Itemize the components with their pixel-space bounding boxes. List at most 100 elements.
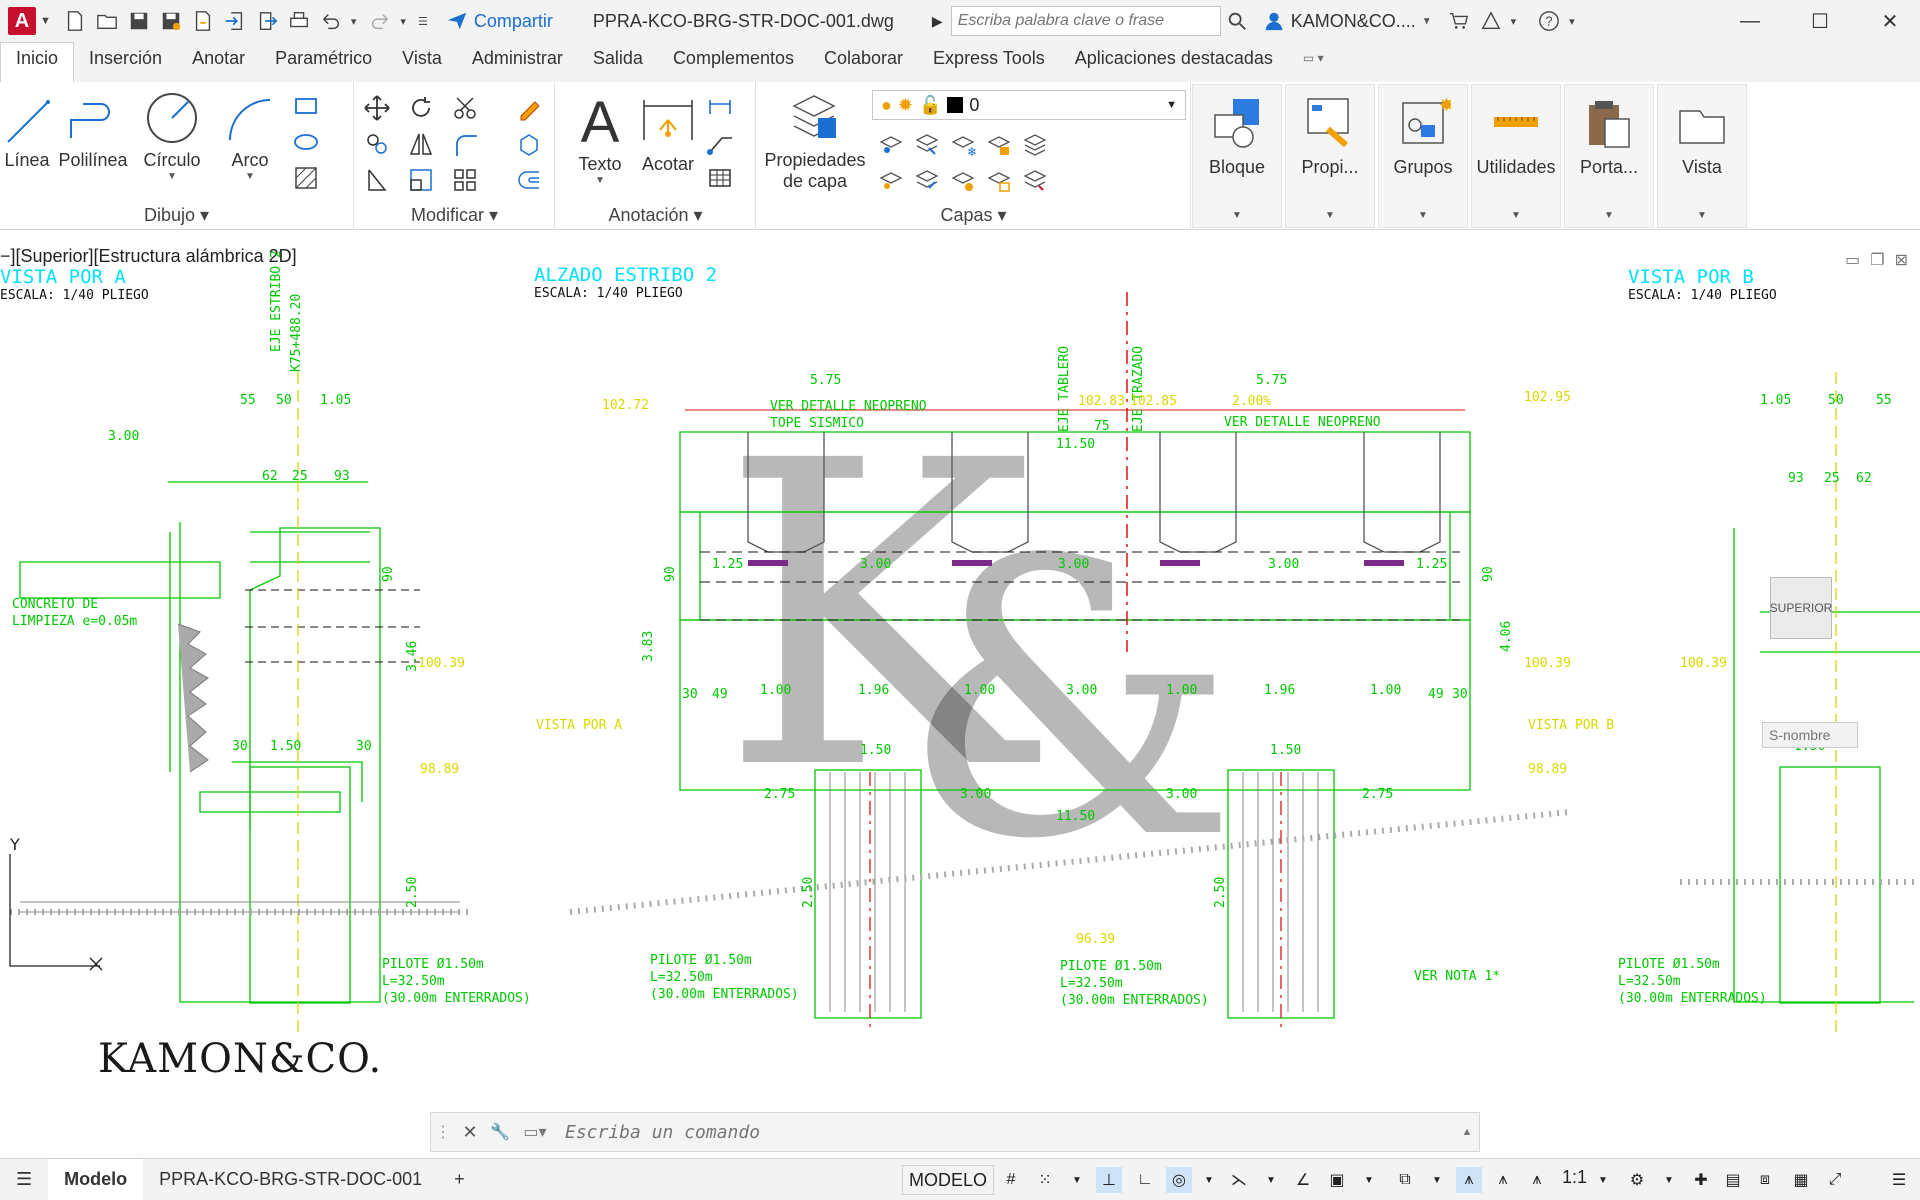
polar-tracking-icon[interactable]: ◎ xyxy=(1166,1167,1192,1193)
arc-dropdown-icon[interactable]: ▼ xyxy=(245,171,255,182)
tab-administrar[interactable]: Administrar xyxy=(471,47,563,68)
ortho-icon[interactable]: ∟ xyxy=(1137,1171,1153,1188)
tab-layout-doc[interactable]: PPRA-KCO-BRG-STR-DOC-001 xyxy=(159,1169,423,1189)
3d-box-icon[interactable] xyxy=(515,130,543,158)
selection-dropdown-icon[interactable]: ▼ xyxy=(1432,1174,1442,1186)
fillet-icon[interactable] xyxy=(451,130,479,158)
title-arrow-icon[interactable]: ▶ xyxy=(931,12,943,29)
tab-modelo[interactable]: Modelo xyxy=(48,1158,144,1200)
properties-tool[interactable]: Propi... ▼ xyxy=(1285,84,1375,228)
panel-dibujo-title[interactable]: Dibujo ▾ xyxy=(143,205,210,225)
viewport-close-icon[interactable]: ⊠ xyxy=(1894,252,1908,269)
layer-dropdown[interactable]: ● ✹ 🔓 0 ▼ xyxy=(872,90,1186,120)
save-icon[interactable] xyxy=(126,8,152,34)
annotation-scale-icon[interactable]: ⩚ xyxy=(1532,1171,1542,1188)
selection-cycling-icon[interactable]: ⧉ xyxy=(1399,1171,1411,1188)
scale-icon[interactable] xyxy=(407,166,435,194)
tab-aplicaciones-destacadas[interactable]: Aplicaciones destacadas xyxy=(1074,47,1273,68)
polyline-tool[interactable]: Polilínea xyxy=(58,90,128,171)
lock-ui-icon[interactable]: ▦ xyxy=(1793,1172,1809,1189)
app-chevron-icon[interactable]: ▾ xyxy=(1510,15,1517,28)
layer-make-current-icon[interactable] xyxy=(877,166,905,194)
tab-anotar[interactable]: Anotar xyxy=(192,47,246,68)
tab-vista[interactable]: Vista xyxy=(402,47,442,68)
tab-parametrico[interactable]: Paramétrico xyxy=(275,47,373,68)
panel-modificar-title[interactable]: Modificar ▾ xyxy=(410,205,499,225)
customize-statusbar-icon[interactable]: ☰ xyxy=(1891,1172,1907,1189)
share-button[interactable]: Compartir xyxy=(446,10,553,32)
polar-dropdown-icon[interactable]: ▼ xyxy=(1204,1174,1214,1186)
grid-icon[interactable]: # xyxy=(1006,1171,1016,1188)
isodraft-dropdown-icon[interactable]: ▼ xyxy=(1266,1174,1276,1186)
copy-icon[interactable] xyxy=(363,130,391,158)
annotation-visibility-icon[interactable]: ⩚ xyxy=(1456,1167,1482,1193)
tab-express-tools[interactable]: Express Tools xyxy=(933,47,1045,68)
cart-icon[interactable] xyxy=(1446,8,1472,34)
tab-colaborar[interactable]: Colaborar xyxy=(824,47,904,68)
auto-scale-icon[interactable]: ⩚ xyxy=(1498,1171,1508,1188)
user-account-button[interactable]: KAMON&CO.... ▼ xyxy=(1263,10,1432,32)
viewport-restore-icon[interactable]: ❐ xyxy=(1870,252,1885,269)
undo-chevron-icon[interactable]: ▾ xyxy=(350,15,357,28)
object-snap-dropdown-icon[interactable]: ▼ xyxy=(1364,1174,1374,1186)
add-layout-icon[interactable]: + xyxy=(454,1169,465,1189)
object-snap-icon[interactable]: ▣ xyxy=(1329,1172,1345,1189)
viewcube[interactable]: SUPERIOR xyxy=(1770,577,1832,639)
import-icon[interactable] xyxy=(222,8,248,34)
help-chevron-icon[interactable]: ▾ xyxy=(1569,15,1575,28)
command-grip-icon[interactable]: ⋮ xyxy=(435,1124,451,1141)
print-icon[interactable] xyxy=(286,8,312,34)
arc-tool[interactable]: Arco ▼ xyxy=(222,90,278,182)
infer-constraints-icon[interactable]: ⊥ xyxy=(1096,1167,1122,1193)
fullscreen-icon[interactable]: ⤢ xyxy=(1828,1171,1842,1188)
minimize-button[interactable]: — xyxy=(1740,9,1760,32)
move-icon[interactable] xyxy=(363,94,391,122)
close-button[interactable]: ✕ xyxy=(1881,10,1899,33)
command-history-icon[interactable]: ▭▾ xyxy=(523,1124,547,1141)
export-icon[interactable] xyxy=(254,8,280,34)
ribbon-minimize-icon[interactable]: ▭ ▾ xyxy=(1302,51,1324,65)
tab-complementos[interactable]: Complementos xyxy=(672,47,794,68)
customize-toolbar-icon[interactable]: ☰ xyxy=(417,15,428,28)
layer-thaw-all-icon[interactable] xyxy=(949,166,977,194)
view-tool[interactable]: Vista ▼ xyxy=(1657,84,1747,228)
snap-dropdown-icon[interactable]: ▼ xyxy=(1072,1174,1082,1186)
groups-tool[interactable]: ✸ Grupos ▼ xyxy=(1378,84,1468,228)
linear-dim-icon[interactable] xyxy=(706,92,734,120)
object-snap-tracking-icon[interactable]: ∠ xyxy=(1295,1172,1311,1189)
tab-inicio[interactable]: Inicio xyxy=(0,42,75,82)
circle-tool[interactable]: Círculo ▼ xyxy=(140,90,204,182)
text-dropdown-icon[interactable]: ▼ xyxy=(595,175,605,186)
dimension-tool[interactable]: Acotar xyxy=(638,90,698,175)
viewport-minimize-icon[interactable]: ▭ xyxy=(1845,252,1861,269)
ellipse-icon[interactable] xyxy=(292,128,320,156)
undo-icon[interactable] xyxy=(318,8,344,34)
redo-chevron-icon[interactable]: ▾ xyxy=(400,15,406,28)
open-file-icon[interactable] xyxy=(94,8,120,34)
layer-isolate-icon[interactable] xyxy=(877,130,905,158)
scale-dropdown-icon[interactable]: ▼ xyxy=(1598,1174,1608,1186)
mirror-icon[interactable] xyxy=(407,130,435,158)
help-icon[interactable]: ? xyxy=(1536,8,1562,34)
open-web-icon[interactable] xyxy=(190,8,216,34)
app-menu-chevron-icon[interactable]: ▼ xyxy=(40,15,51,27)
layer-merge-icon[interactable] xyxy=(1021,166,1049,194)
rotate-icon[interactable] xyxy=(407,94,435,122)
search-icon[interactable] xyxy=(1224,8,1250,34)
tab-salida[interactable]: Salida xyxy=(592,47,643,68)
circle-dropdown-icon[interactable]: ▼ xyxy=(167,171,177,182)
workspace-dropdown-icon[interactable]: ▼ xyxy=(1664,1174,1674,1186)
clipboard-tool[interactable]: Porta... ▼ xyxy=(1564,84,1654,228)
new-file-icon[interactable] xyxy=(62,8,88,34)
command-close-icon[interactable]: ✕ xyxy=(462,1121,478,1142)
snap-icon[interactable]: ⁙ xyxy=(1038,1172,1052,1189)
leader-icon[interactable] xyxy=(706,128,734,156)
rectangle-icon[interactable] xyxy=(292,92,320,120)
line-tool[interactable]: Línea xyxy=(4,90,50,171)
text-tool[interactable]: A Texto ▼ xyxy=(570,90,630,186)
autodesk-app-icon[interactable] xyxy=(1478,8,1504,34)
array-icon[interactable] xyxy=(451,166,479,194)
hatch-icon[interactable] xyxy=(292,164,320,192)
panel-capas-title[interactable]: Capas ▾ xyxy=(940,205,1007,225)
command-settings-icon[interactable]: 🔧 xyxy=(490,1124,510,1141)
